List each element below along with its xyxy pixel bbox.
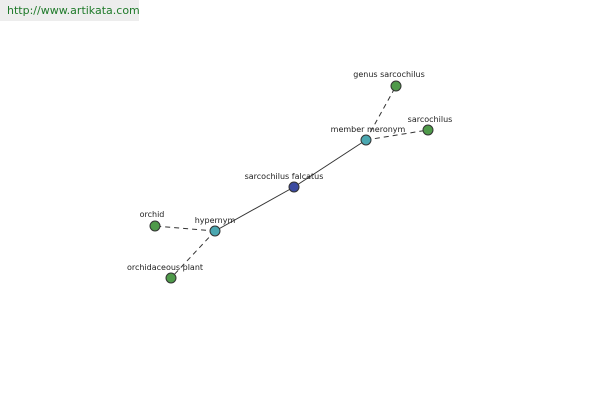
- node-hypernym[interactable]: [209, 225, 221, 237]
- edge-member-meronym-to-genus-sarcochilus: [365, 85, 397, 141]
- node-label-member-meronym[interactable]: member meronym: [331, 125, 406, 134]
- node-label-orchidaceous-plant[interactable]: orchidaceous plant: [127, 263, 203, 272]
- edges: [154, 85, 429, 279]
- edge-center-to-hypernym: [214, 186, 295, 232]
- site-link[interactable]: http://www.artikata.com: [0, 0, 140, 21]
- edge-hypernym-to-orchidaceous-plant: [170, 230, 216, 279]
- node-label-orchid[interactable]: orchid: [140, 210, 165, 219]
- node-label-genus-sarcochilus[interactable]: genus sarcochilus: [353, 70, 424, 79]
- node-orchid[interactable]: [149, 220, 161, 232]
- node-member-meronym[interactable]: [360, 134, 372, 146]
- node-orchidaceous-plant[interactable]: [165, 272, 177, 284]
- node-genus-sarcochilus[interactable]: [390, 80, 402, 92]
- labels: sarcochilus falcatus member meronym hypern…: [127, 70, 452, 272]
- node-center[interactable]: [288, 181, 300, 193]
- node-label-hypernym[interactable]: hypernym: [195, 216, 236, 225]
- node-sarcochilus[interactable]: [422, 124, 434, 136]
- edge-member-meronym-to-sarcochilus: [365, 129, 429, 141]
- edge-hypernym-to-orchid: [154, 225, 216, 232]
- nodes: [149, 80, 434, 284]
- edge-center-to-member-meronym: [293, 139, 367, 188]
- node-label-center[interactable]: sarcochilus falcatus: [245, 172, 324, 181]
- node-label-sarcochilus[interactable]: sarcochilus: [408, 115, 453, 124]
